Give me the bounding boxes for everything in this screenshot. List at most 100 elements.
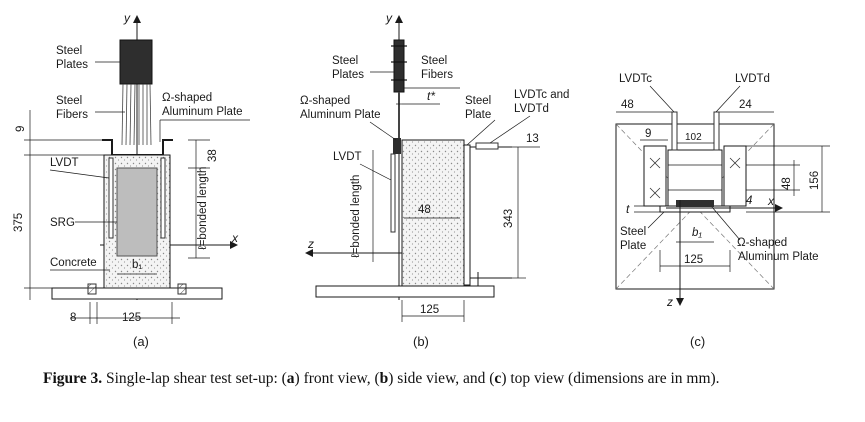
panel-b-lvdt-leader (359, 163, 392, 181)
panel-b-dim-48: 48 (418, 204, 431, 216)
panel-c-base-outline (615, 123, 775, 290)
panel-a-steel-fibers-label-2: Fibers (56, 109, 88, 121)
panel-b-base-plate (315, 285, 495, 298)
panel-b-dim-125: 125 (420, 304, 439, 316)
panel-c-bolt-b2 (649, 187, 661, 199)
panel-b-steel-plate-label: Steel (465, 95, 491, 107)
panel-b-y-label: y (385, 11, 393, 25)
panel-c-b1-label: b₁ (692, 227, 702, 239)
panel-c-dim-9: 9 (645, 128, 651, 140)
panel-c-steel-plate-label: Steel (620, 226, 646, 238)
panel-a-steel-fibers (121, 83, 152, 146)
panel-b-steel-plates (393, 39, 405, 93)
panel-a-dim-38: 38 (207, 149, 219, 162)
panel-b: y z t* Steel Plates Steel Fibers (300, 11, 569, 349)
panel-a-subcaption: (a) (133, 334, 149, 349)
panel-a-lvdt-left (108, 157, 114, 239)
panel-c-dim-4: 4 (746, 195, 752, 207)
caption-text-4: ) top view (dimensions are in mm). (501, 370, 720, 387)
panel-b-z-label: z (307, 237, 314, 251)
panel-b-lvdtcd-body (475, 142, 499, 150)
figure-caption: Figure 3. Single-lap shear test set-up: … (43, 367, 843, 391)
panel-b-steel-fibers-label-2: Fibers (421, 69, 453, 81)
panel-b-bonded-length-label: ℓ=bonded length (350, 175, 362, 258)
panel-c-lvdtc-label: LVDTc (619, 73, 652, 85)
panel-b-concrete-block (401, 139, 465, 287)
panel-c-steel-plate-label-2: Plate (620, 240, 646, 252)
panel-c-dim-48-top: 48 (621, 99, 634, 111)
panel-c-z-label: z (666, 295, 673, 309)
panel-c-omega-label-2: Aluminum Plate (738, 251, 819, 263)
panel-b-lvdtcd-label: LVDTc and (514, 89, 569, 101)
panel-a-concrete-label: Concrete (50, 257, 97, 269)
panel-a-clamp-left (87, 283, 97, 295)
panel-a-steel-plates-label-2: Plates (56, 59, 88, 71)
panel-c-t-label: t (626, 202, 630, 216)
panel-b-dim-343: 343 (503, 209, 515, 228)
panel-c-bolt-c2 (729, 157, 741, 169)
panel-c-x-label: x (767, 194, 775, 208)
panel-b-steel-plates-label-2: Plates (332, 69, 364, 81)
panel-b-dim-13: 13 (526, 133, 539, 145)
panel-c-dim-156: 156 (809, 171, 821, 190)
panel-a-dim-8: 8 (70, 312, 76, 324)
panel-a-dim-125: 125 (122, 312, 141, 324)
panel-a-omega-label: Ω-shaped (162, 92, 212, 104)
panel-a-bonded-length-label: ℓ=bonded length (197, 167, 209, 250)
panel-b-lvdt-label: LVDT (333, 151, 362, 163)
panel-c-omega-plate (676, 200, 714, 207)
panel-b-omega-label-2: Aluminum Plate (300, 109, 381, 121)
panel-c-right-clamp (723, 145, 747, 207)
caption-text-3: ) side view, and ( (388, 370, 495, 387)
panel-c-dim-102: 102 (685, 132, 702, 143)
panel-c-subcaption: (c) (690, 334, 705, 349)
panel-c-concrete-core (667, 149, 723, 207)
panel-a-steel-plates (119, 39, 153, 85)
panel-c-omega-label: Ω-shaped (737, 237, 787, 249)
figure-3-diagram: y x Steel Plates Steel Fibers Ω (13, 11, 830, 349)
panel-b-lvdtcd-label-2: LVDTd (514, 103, 549, 115)
panel-a-dim-375: 375 (13, 213, 25, 232)
caption-text-1: Single-lap shear test set-up: ( (102, 370, 287, 387)
panel-b-steel-plate (463, 144, 471, 286)
panel-c-steel-plate-leader (647, 211, 665, 229)
caption-text-2: ) front view, ( (294, 370, 380, 387)
panel-c-lvdtd-leader (715, 85, 741, 113)
caption-ref-c: c (494, 370, 502, 387)
panel-b-tstar-label: t* (427, 89, 435, 103)
panel-c-lvdtd-label: LVDTd (735, 73, 770, 85)
panel-a-srg-label: SRG (50, 217, 75, 229)
panel-a-base-plate (51, 287, 223, 300)
panel-a-y-label: y (123, 11, 131, 25)
panel-a-lvdt-label: LVDT (50, 157, 79, 169)
panel-a-steel-fibers-label: Steel (56, 95, 82, 107)
panel-c-lvdtc-leader (649, 85, 675, 113)
panel-a: y x Steel Plates Steel Fibers Ω (13, 11, 250, 349)
panel-b-steel-fibers-label: Steel (421, 55, 447, 67)
figure-number: Figure 3. (43, 370, 103, 387)
panel-a-dim-9: 9 (15, 126, 27, 132)
panel-b-steel-plate-leader (466, 119, 496, 146)
panel-b-omega-plate (393, 138, 401, 154)
panel-b-lvdtcd-leader (489, 115, 531, 144)
panel-c-lvdtc-rod (671, 111, 678, 151)
panel-a-steel-plates-label: Steel (56, 45, 82, 57)
panel-a-lvdt-right (160, 157, 166, 239)
panel-b-omega-label: Ω-shaped (300, 95, 350, 107)
panel-a-srg-strip (116, 167, 158, 257)
panel-c-dim-24: 24 (739, 99, 752, 111)
panel-a-clamp-right (177, 283, 187, 295)
panel-a-omega-label-2: Aluminum Plate (162, 106, 243, 118)
caption-ref-a: a (286, 370, 295, 387)
panel-b-steel-plate-label-2: Plate (465, 109, 491, 121)
panel-b-omega-leader (369, 121, 397, 141)
panel-a-b1-label: b₁ (132, 259, 142, 271)
panel-c-dim-48-right: 48 (781, 177, 793, 190)
panel-c-dim-125: 125 (684, 254, 703, 266)
panel-b-lvdt (390, 153, 396, 233)
panel-b-subcaption: (b) (413, 334, 429, 349)
panel-c: x z LVDTc LVDTd 48 24 9 102 48 156 4 t b… (615, 73, 830, 349)
panel-a-x-label: x (231, 231, 239, 245)
panel-c-bolt-a2 (649, 157, 661, 169)
panel-a-lvdt-leader (49, 169, 110, 179)
